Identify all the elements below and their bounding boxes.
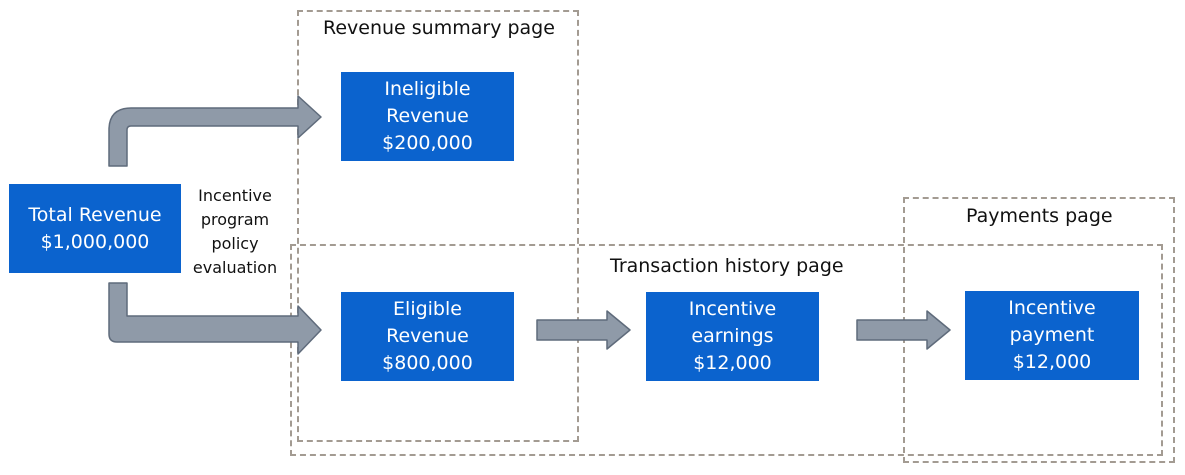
revenue-summary-page-title: Revenue summary page (323, 17, 555, 39)
arrow-to-earnings (536, 310, 631, 350)
total-revenue-value: $1,000,000 (40, 230, 150, 253)
ineligible-revenue-label-2: Revenue (386, 105, 469, 127)
incentive-payment-label-2: payment (1009, 324, 1095, 346)
policy-note-line-1: Incentive (198, 186, 272, 205)
arrow-to-ineligible (108, 95, 322, 167)
transaction-history-page-region (290, 244, 1163, 456)
total-revenue-label: Total Revenue (28, 203, 162, 226)
total-revenue-box: Total Revenue $1,000,000 (9, 184, 181, 273)
revenue-summary-page-region (297, 10, 579, 442)
incentive-earnings-label-1: Incentive (688, 298, 777, 320)
payments-page-title: Payments page (966, 205, 1113, 227)
ineligible-revenue-label-1: Ineligible (384, 78, 471, 100)
policy-note-line-3: policy (211, 234, 259, 253)
incentive-earnings-value: $12,000 (693, 352, 772, 374)
incentive-payment-label-1: Incentive (1008, 297, 1096, 319)
policy-evaluation-note: Incentive program policy evaluation (187, 184, 283, 280)
eligible-revenue-label-1: Eligible (393, 298, 462, 320)
eligible-revenue-value: $800,000 (382, 352, 473, 374)
incentive-earnings-label-2: earnings (691, 325, 774, 347)
incentive-earnings-box: Incentive earnings $12,000 (646, 292, 819, 381)
incentive-payment-value: $12,000 (1012, 351, 1092, 373)
transaction-history-page-title: Transaction history page (610, 255, 844, 277)
policy-note-line-4: evaluation (192, 258, 278, 277)
eligible-revenue-label-2: Revenue (386, 325, 469, 347)
arrow-to-payment (856, 310, 951, 350)
ineligible-revenue-value: $200,000 (382, 132, 473, 154)
arrow-to-eligible (108, 282, 322, 355)
incentive-payment-box: Incentive payment $12,000 (965, 291, 1139, 380)
ineligible-revenue-box: Ineligible Revenue $200,000 (341, 72, 514, 161)
policy-note-line-2: program (200, 210, 270, 229)
eligible-revenue-box: Eligible Revenue $800,000 (341, 292, 514, 381)
